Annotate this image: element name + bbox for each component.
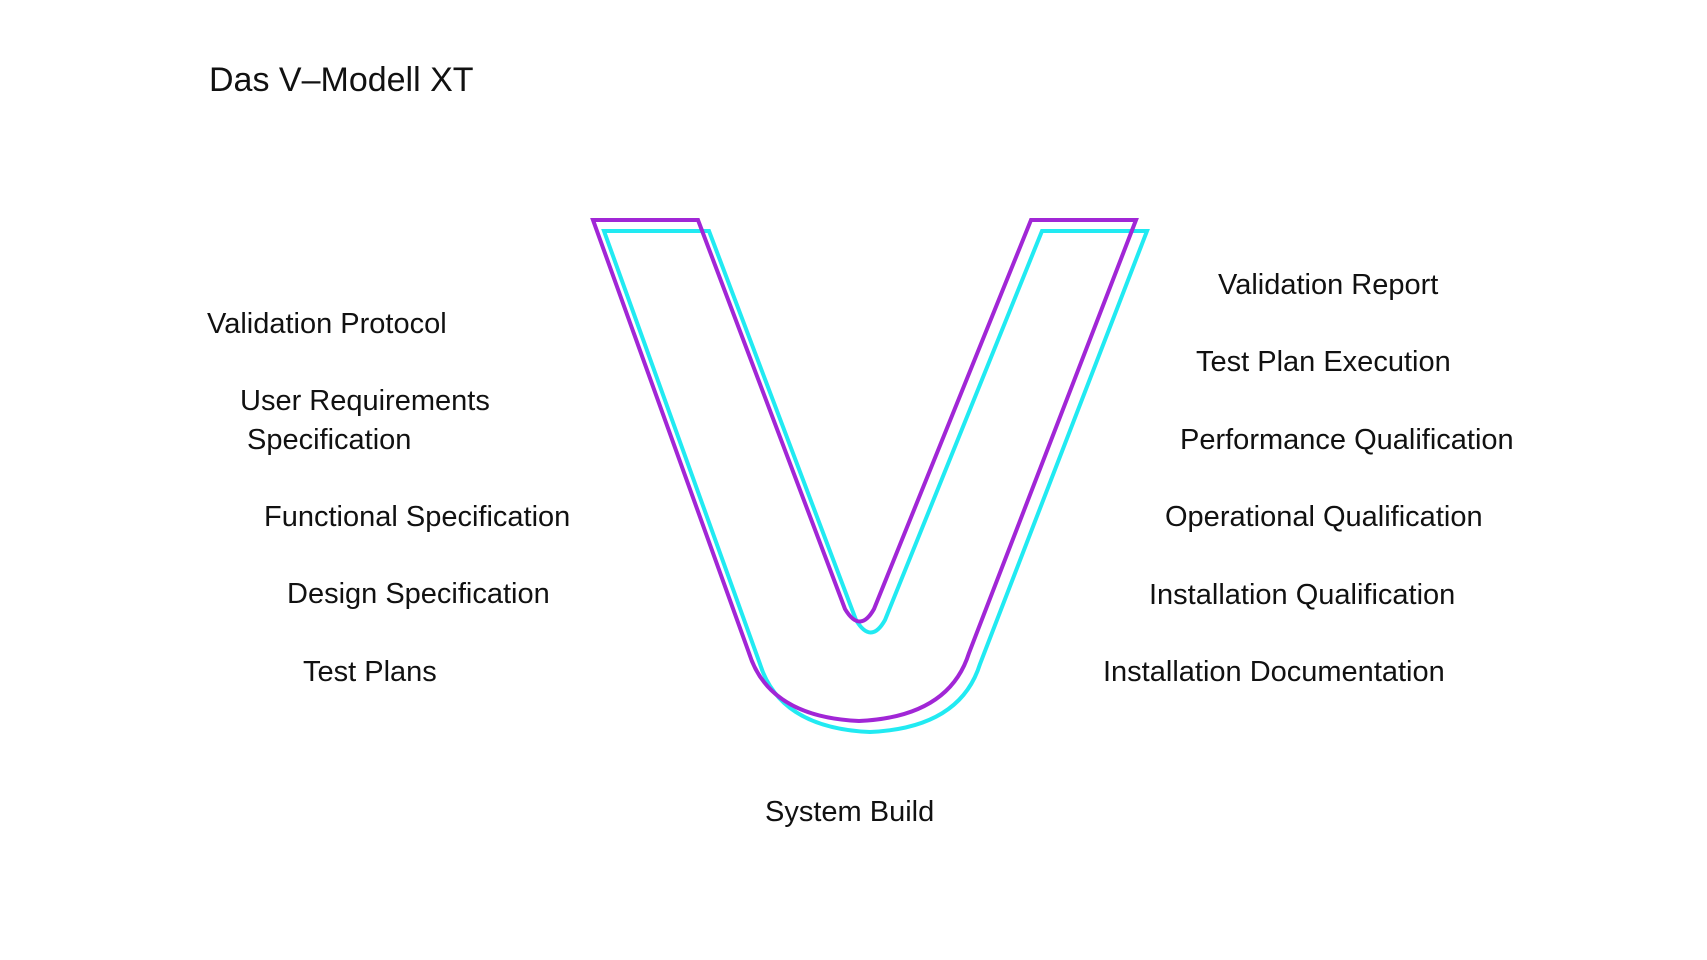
right-label-performance-qualification: Performance Qualification bbox=[1180, 424, 1514, 456]
v-outline-cyan bbox=[601, 229, 1150, 735]
left-label-design-specification: Design Specification bbox=[287, 578, 550, 610]
left-label-validation-protocol: Validation Protocol bbox=[207, 308, 447, 340]
left-label-test-plans: Test Plans bbox=[303, 656, 437, 688]
right-label-installation-qualification: Installation Qualification bbox=[1149, 579, 1456, 611]
right-label-operational-qualification: Operational Qualification bbox=[1165, 501, 1483, 533]
left-label-specification: Specification bbox=[247, 424, 412, 456]
right-label-validation-report: Validation Report bbox=[1218, 269, 1439, 301]
left-label-functional-specification: Functional Specification bbox=[264, 501, 571, 533]
right-label-installation-documentation: Installation Documentation bbox=[1103, 656, 1445, 688]
diagram-title: Das V–Modell XT bbox=[209, 61, 474, 99]
v-outline-purple bbox=[590, 218, 1139, 724]
bottom-label-system-build: System Build bbox=[765, 796, 935, 828]
left-label-user-requirements: User Requirements bbox=[240, 385, 490, 417]
right-label-test-plan-execution: Test Plan Execution bbox=[1196, 346, 1451, 378]
